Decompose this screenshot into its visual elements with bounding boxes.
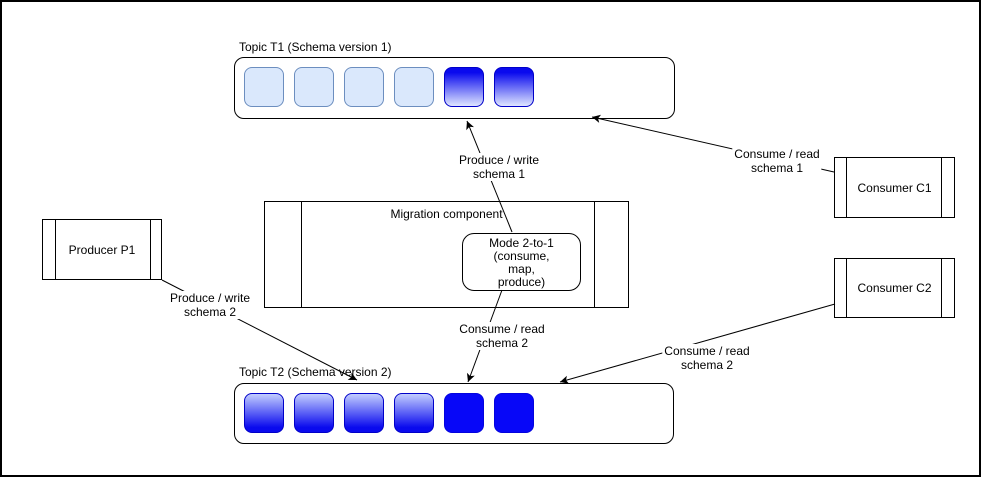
consumer-c1-label: Consumer C1 [857,180,932,195]
message-cell [444,393,484,433]
edge-label-produce-write-schema-1: Produce / write schema 1 [456,153,542,181]
message-cell [294,67,334,107]
mode-box-line: map, [508,262,535,276]
topic-t2-label: Topic T2 (Schema version 2) [239,365,392,379]
consumer-c2: Consumer C2 [834,258,955,318]
producer-p1: Producer P1 [42,219,162,280]
message-cell [494,67,534,107]
consumer-c2-label: Consumer C2 [857,281,932,295]
edge-label-consume-read-schema-2-c2: Consume / read schema 2 [662,344,752,372]
edge-label-consume-read-schema-2-mode: Consume / read schema 2 [457,322,547,350]
component-side-bar [846,158,847,217]
message-cell [394,67,434,107]
mode-box-line: (consume, [493,249,550,263]
message-cell [244,67,284,107]
message-cell [344,393,384,433]
message-cell [344,67,384,107]
topic-t2-container [234,383,674,444]
component-side-bar [594,202,595,307]
message-cell [444,67,484,107]
migration-component: Migration component Mode 2-to-1 (consume… [264,201,629,308]
topic-t2-cells [235,384,673,433]
mode-box-line: Mode 2-to-1 [489,236,554,250]
mode-2-to-1-box: Mode 2-to-1 (consume, map, produce) [462,233,581,291]
consumer-c1: Consumer C1 [834,157,955,218]
mode-box-line: produce) [497,275,546,289]
message-cell [394,393,434,433]
component-side-bar [150,220,151,279]
topic-t1-cells [235,58,674,107]
component-side-bar [301,202,302,307]
edge-label-produce-write-schema-2: Produce / write schema 2 [167,291,253,319]
component-side-bar [846,259,847,317]
edge-label-consume-read-schema-1: Consume / read schema 1 [732,147,822,175]
producer-p1-label: Producer P1 [68,242,136,257]
message-cell [494,393,534,433]
topic-t1-container [234,57,675,119]
component-side-bar [941,259,942,317]
message-cell [244,393,284,433]
topic-t1-label: Topic T1 (Schema version 1) [239,40,392,54]
component-side-bar [55,220,56,279]
message-cell [294,393,334,433]
component-side-bar [941,158,942,217]
migration-component-title: Migration component [390,207,503,221]
